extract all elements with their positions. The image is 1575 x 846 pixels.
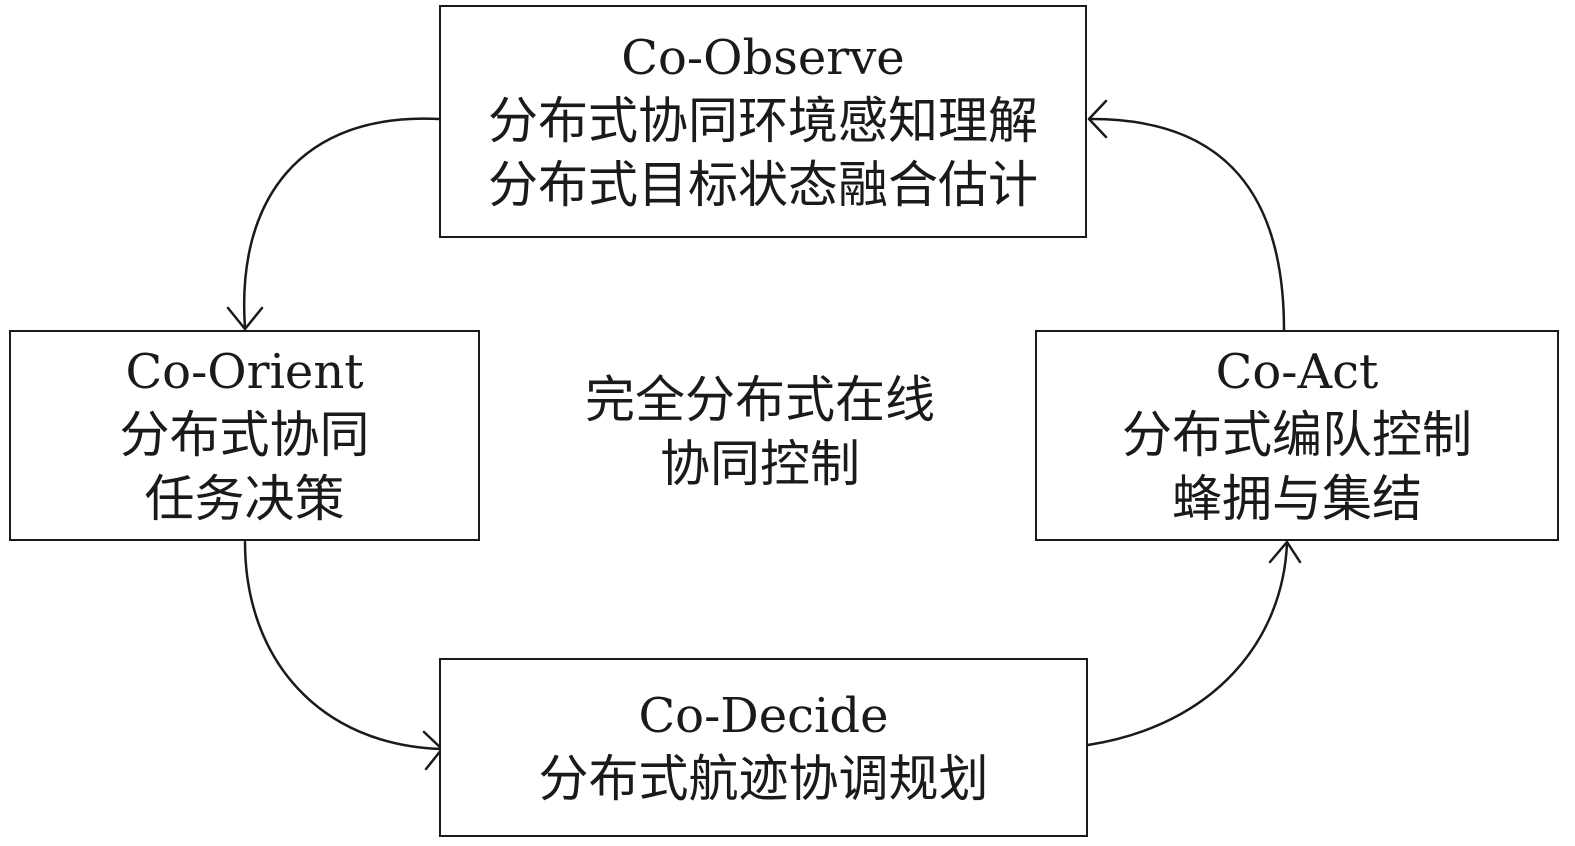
edge-act-to-observe xyxy=(1087,99,1286,332)
center-label-line: 协同控制 xyxy=(660,435,860,493)
node-text-line: 任务决策 xyxy=(144,469,345,528)
node-title: Co-Orient xyxy=(125,343,364,400)
center-label-line: 完全分布式在线 xyxy=(585,371,935,429)
node-co-act: Co-Act 分布式编队控制 蜂拥与集结 xyxy=(1035,330,1559,541)
node-text-line: 分布式协同 xyxy=(119,405,370,464)
edge-observe-to-orient xyxy=(226,117,441,331)
node-text-line: 分布式目标状态融合估计 xyxy=(488,155,1038,214)
node-co-orient: Co-Orient 分布式协同 任务决策 xyxy=(9,330,480,541)
node-text-line: 分布式协同环境感知理解 xyxy=(488,91,1038,150)
node-title: Co-Observe xyxy=(621,29,905,86)
edge-orient-to-decide xyxy=(243,540,444,771)
arrowhead-down-icon xyxy=(226,306,264,331)
node-text-line: 分布式航迹协调规划 xyxy=(538,749,989,808)
node-text-line: 蜂拥与集结 xyxy=(1172,469,1422,528)
center-label: 完全分布式在线 协同控制 xyxy=(520,368,1000,496)
node-co-decide: Co-Decide 分布式航迹协调规划 xyxy=(439,658,1088,837)
node-co-observe: Co-Observe 分布式协同环境感知理解 分布式目标状态融合估计 xyxy=(439,5,1087,238)
edge-decide-to-act xyxy=(1086,540,1302,747)
node-title: Co-Act xyxy=(1215,343,1379,400)
arrowhead-left-icon xyxy=(1087,99,1108,139)
arrowhead-up-icon xyxy=(1268,540,1302,564)
node-text-line: 分布式编队控制 xyxy=(1122,405,1472,464)
node-title: Co-Decide xyxy=(638,687,889,744)
